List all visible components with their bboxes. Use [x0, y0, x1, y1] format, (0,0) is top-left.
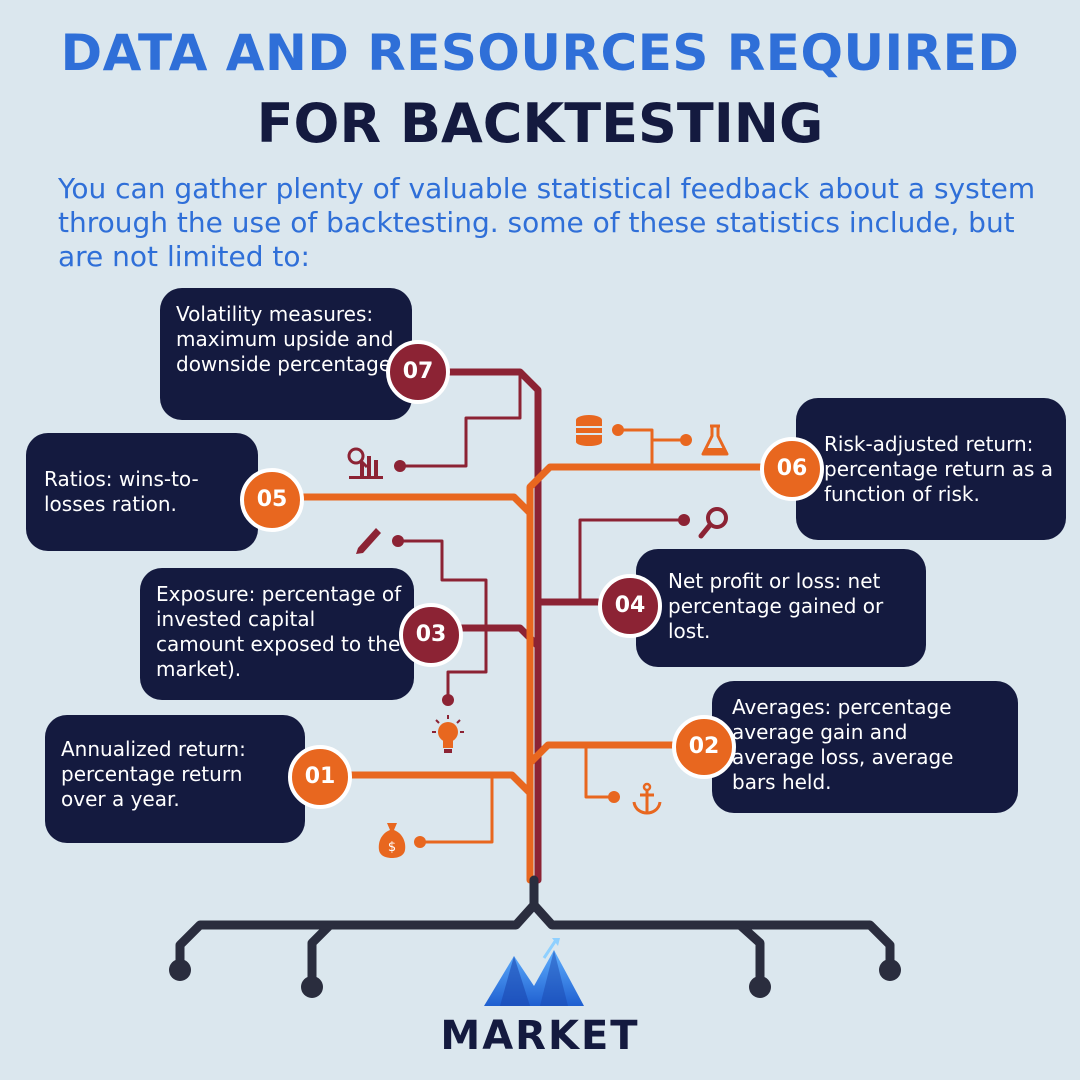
card-03-text: Exposure: percentage of invested capital… [156, 582, 402, 681]
title-line-2: FOR BACKTESTING [256, 92, 824, 155]
intro-text: You can gather plenty of valuable statis… [58, 172, 1036, 273]
card-02: Averages: percentage average gain and av… [712, 681, 1018, 813]
card-07: Volatility measures: maximum upside and … [160, 288, 412, 420]
badge-01: 01 [288, 745, 352, 809]
card-03: Exposure: percentage of invested capital… [140, 568, 414, 700]
magnifier-icon [698, 507, 728, 539]
flask-icon [701, 424, 729, 456]
card-01: Annualized return: percentage return ove… [45, 715, 305, 843]
card-04-text: Net profit or loss: net percentage gaine… [668, 569, 884, 643]
badge-02: 02 [672, 715, 736, 779]
badge-03: 03 [399, 603, 463, 667]
badge-06: 06 [760, 437, 824, 501]
card-02-text: Averages: percentage average gain and av… [732, 695, 954, 794]
money-bag-icon: $ [378, 823, 406, 858]
card-05: Ratios: wins-to-losses ration. [26, 433, 258, 551]
badge-05: 05 [240, 468, 304, 532]
title-line-1: DATA AND RESOURCES REQUIRED [60, 24, 1020, 82]
chart-magnifier-icon [347, 447, 383, 479]
coin-stack-icon [576, 415, 602, 446]
card-07-text: Volatility measures: maximum upside and … [176, 302, 398, 376]
svg-text:$: $ [388, 840, 396, 855]
card-01-text: Annualized return: percentage return ove… [61, 737, 246, 811]
brand-name: MARKET [440, 1013, 640, 1059]
badge-07: 07 [386, 340, 450, 404]
card-05-text: Ratios: wins-to-losses ration. [44, 467, 199, 516]
card-04: Net profit or loss: net percentage gaine… [636, 549, 926, 667]
card-06: Risk-adjusted return: percentage return … [796, 398, 1066, 540]
badge-04: 04 [598, 574, 662, 638]
anchor-icon [632, 782, 662, 815]
lightbulb-icon [432, 715, 464, 753]
pencil-icon [356, 528, 381, 554]
market-logo-icon [484, 938, 584, 1006]
card-06-text: Risk-adjusted return: percentage return … [824, 432, 1054, 506]
